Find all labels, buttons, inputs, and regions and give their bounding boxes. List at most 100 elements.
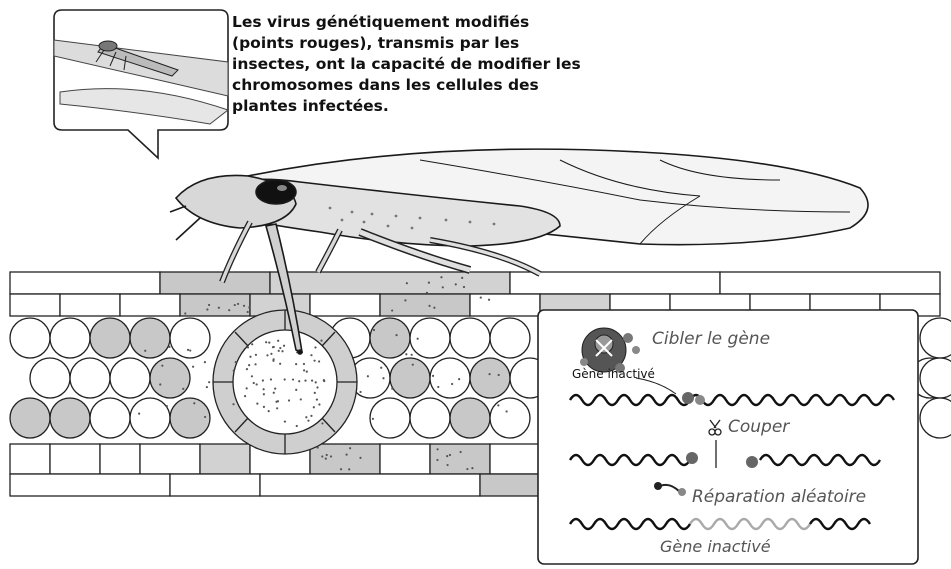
virus-particle <box>168 346 170 348</box>
virus-particle <box>182 388 184 390</box>
insect-eye <box>256 180 296 204</box>
virus-particle <box>218 307 220 309</box>
virus-particle <box>359 457 361 459</box>
virus-particle <box>251 343 253 345</box>
virus-particle <box>372 418 374 420</box>
upper-epidermis-row <box>10 272 940 294</box>
virus-particle <box>306 371 308 373</box>
virus-particle <box>405 353 407 355</box>
virus-particle <box>248 364 250 366</box>
virus-particle <box>320 340 322 342</box>
virus-particle <box>278 350 280 352</box>
virus-particle <box>262 379 264 381</box>
virus-particle <box>395 334 397 336</box>
virus-particle <box>251 375 253 377</box>
virus-particle <box>270 353 272 355</box>
virus-particle <box>166 405 168 407</box>
virus-particle <box>228 309 230 311</box>
virus-particle <box>253 382 255 384</box>
virus-particle <box>234 304 236 306</box>
mesophyll-cell <box>10 318 50 358</box>
virus-particle <box>461 277 463 279</box>
virus-particle <box>317 446 319 448</box>
virus-particle <box>325 458 327 460</box>
virus-particle <box>436 448 438 450</box>
virus-particle <box>273 346 275 348</box>
virus-particle <box>263 393 265 395</box>
virus-particle <box>330 455 332 457</box>
virus-particle <box>321 422 323 424</box>
vascular-bundle <box>213 310 357 454</box>
virus-particle <box>471 467 473 469</box>
virus-particle <box>391 388 393 390</box>
virus-particle <box>274 387 276 389</box>
virus-particle <box>428 282 430 284</box>
virus-particle <box>436 459 438 461</box>
virus-particle <box>488 373 490 375</box>
virus-particle <box>404 299 406 301</box>
mesophyll-cell <box>430 358 470 398</box>
mesophyll-cell <box>410 398 450 438</box>
virus-particle <box>184 312 186 314</box>
virus-particle <box>446 455 448 457</box>
virus-particle <box>428 305 430 307</box>
virus-particle <box>313 360 315 362</box>
virus-particle <box>144 350 146 352</box>
mesophyll-cell <box>920 398 951 438</box>
virus-particle <box>440 276 442 278</box>
virus-particle <box>455 283 457 285</box>
virus-particle <box>256 383 258 385</box>
virus-particle <box>295 389 297 391</box>
virus-particle <box>277 340 279 342</box>
virus-particle <box>237 303 239 305</box>
virus-particle <box>314 392 316 394</box>
virus-particle <box>345 453 347 455</box>
virus-particle <box>279 347 281 349</box>
virus-particle <box>206 386 208 388</box>
mesophyll-cell <box>170 318 210 358</box>
virus-particle <box>275 401 277 403</box>
mesophyll-cell <box>170 398 210 438</box>
mesophyll-cell <box>470 358 510 398</box>
virus-particle <box>273 392 275 394</box>
virus-particle <box>272 360 274 362</box>
virus-particle <box>295 363 297 365</box>
virus-particle <box>243 305 245 307</box>
virus-particle <box>263 388 265 390</box>
virus-particle <box>161 365 163 367</box>
virus-particle <box>382 377 384 379</box>
virus-particle <box>246 368 248 370</box>
virus-particle <box>310 354 312 356</box>
mesophyll-cell <box>390 358 430 398</box>
mesophyll-cell <box>90 398 130 438</box>
virus-particle <box>255 354 257 356</box>
virus-particle <box>235 361 237 363</box>
virus-particle <box>247 311 249 313</box>
virus-particle <box>406 282 408 284</box>
virus-particle <box>303 363 305 365</box>
mesophyll-cell <box>370 318 410 358</box>
virus-particle <box>463 286 465 288</box>
virus-particle <box>248 306 250 308</box>
virus-particle <box>284 420 286 422</box>
virus-particle <box>138 413 140 415</box>
step-cut-label: Couper <box>728 417 790 437</box>
virus-particle <box>268 410 270 412</box>
virus-particle <box>318 360 320 362</box>
lower-epidermis-row <box>10 474 540 496</box>
virus-particle <box>208 381 210 383</box>
virus-particle <box>449 454 451 456</box>
mesophyll-cell <box>90 318 130 358</box>
virus-particle <box>187 349 189 351</box>
virus-particle <box>458 378 460 380</box>
virus-particle <box>189 349 191 351</box>
virus-particle <box>279 363 281 365</box>
virus-particle <box>442 286 444 288</box>
mesophyll-cell <box>920 318 951 358</box>
virus-particle <box>426 292 428 294</box>
virus-particle <box>208 304 210 306</box>
virus-particle <box>265 341 267 343</box>
virus-particle <box>412 364 414 366</box>
virus-particle <box>193 402 195 404</box>
mesophyll-cell <box>410 318 450 358</box>
